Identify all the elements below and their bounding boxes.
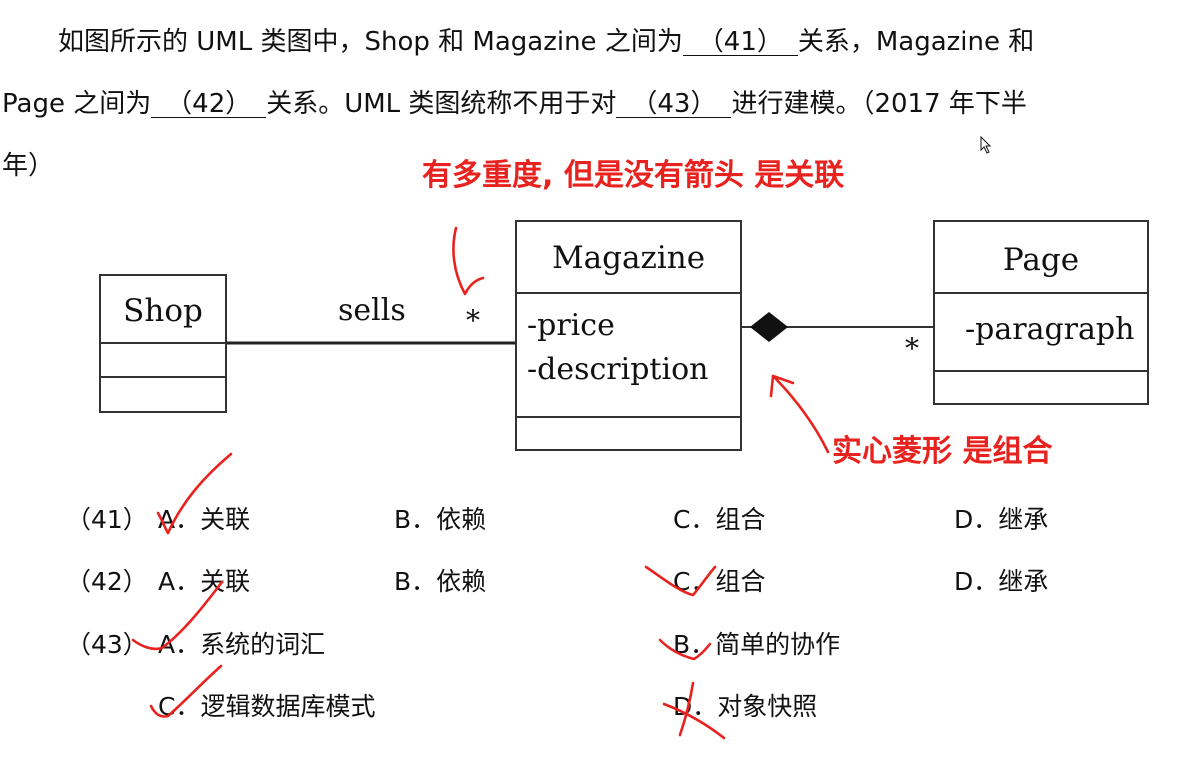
question-line-1: 如图所示的 UML 类图中，Shop 和 Magazine 之间为（41）关系，… xyxy=(58,29,1034,56)
page-class: Page -paragraph xyxy=(933,220,1149,405)
shop-attributes xyxy=(101,342,225,376)
page-class-name: Page xyxy=(1002,242,1080,278)
question-line-3: 年） xyxy=(2,151,55,181)
shop-class-name: Shop xyxy=(123,293,203,329)
composition-annotation: 实心菱形 是组合 xyxy=(832,434,1053,469)
q42-option-b: B．依赖 xyxy=(394,567,487,596)
question-text: Page 之间为 xyxy=(2,89,152,119)
q43-option-b: B．简单的协作 xyxy=(673,630,841,659)
q41-option-d: D．继承 xyxy=(954,505,1049,534)
answer-blank-41: （41） xyxy=(682,29,798,56)
q42-option-a: A．关联 xyxy=(158,567,251,596)
q43-option-a: A．系统的词汇 xyxy=(158,630,326,659)
magazine-attr-price: -price xyxy=(527,308,615,343)
question-text: 进行建模。（2017 年下半 xyxy=(731,89,1027,119)
question-text: 如图所示的 UML 类图中，Shop 和 Magazine 之间为 xyxy=(58,27,683,57)
composition-diamond xyxy=(750,312,788,342)
answer-blank-43: （43） xyxy=(616,91,732,118)
answer-blank-42: （42） xyxy=(151,91,267,118)
annotation-arrow-multiplicity xyxy=(452,226,485,296)
shop-operations xyxy=(101,376,225,410)
question-text: 关系。UML 类图统称不用于对 xyxy=(266,89,617,119)
sells-label: sells xyxy=(338,293,406,328)
magazine-operations xyxy=(517,416,740,448)
q43-option-c: C．逻辑数据库模式 xyxy=(158,692,376,721)
page-operations xyxy=(935,370,1147,404)
magazine-class: Magazine -price -description xyxy=(515,220,742,451)
q43-number: （43） xyxy=(66,630,148,659)
q42-option-c: C．组合 xyxy=(673,567,766,596)
multiplicity-magazine: * xyxy=(466,304,480,337)
page-attributes: -paragraph xyxy=(935,292,1147,370)
annotation-arrow-diamond xyxy=(769,374,830,454)
multiplicity-page: * xyxy=(905,332,919,365)
mouse-cursor-icon xyxy=(980,135,992,154)
q42-option-d: D．继承 xyxy=(954,567,1049,596)
question-text: 关系，Magazine 和 xyxy=(797,27,1035,57)
q42-number: （42） xyxy=(66,567,148,596)
magazine-attr-description: -description xyxy=(527,351,709,387)
association-annotation: 有多重度, 但是没有箭头 是关联 xyxy=(422,158,845,193)
q43-option-d: D．对象快照 xyxy=(673,692,818,721)
q41-option-a: A．关联 xyxy=(158,505,251,534)
page-attr-paragraph: -paragraph xyxy=(965,312,1135,347)
shop-class: Shop xyxy=(99,274,227,413)
q41-option-b: B．依赖 xyxy=(394,505,487,534)
magazine-attributes: -price -description xyxy=(517,292,740,416)
q41-option-c: C．组合 xyxy=(673,505,766,534)
magazine-class-name: Magazine xyxy=(551,240,706,276)
q41-number: （41） xyxy=(66,505,148,534)
question-line-2: Page 之间为（42）关系。UML 类图统称不用于对（43）进行建模。（201… xyxy=(2,91,1027,118)
